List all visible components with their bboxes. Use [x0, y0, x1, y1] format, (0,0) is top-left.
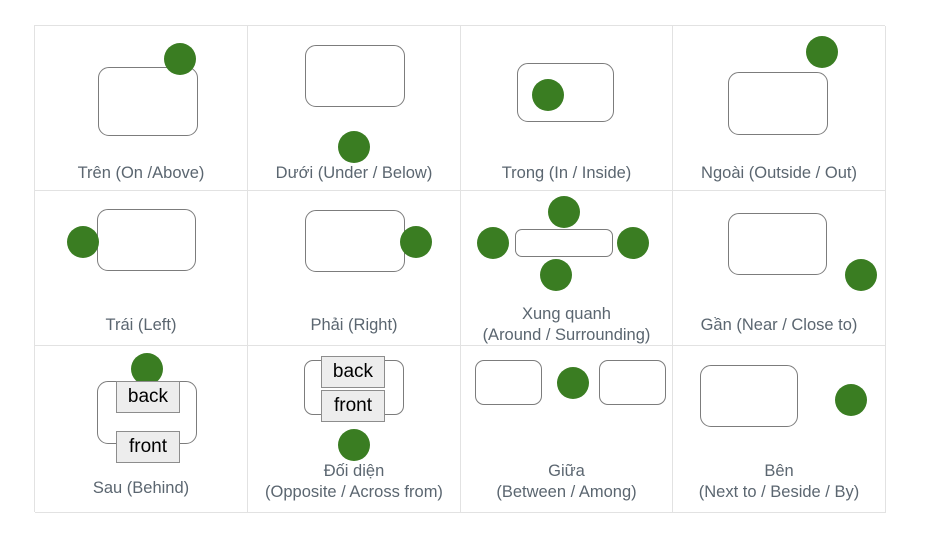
object-box [728, 72, 828, 135]
object-box [700, 365, 798, 427]
object-box [728, 213, 827, 275]
tag-front: front [116, 431, 180, 463]
green-dot [835, 384, 867, 416]
object-box [305, 210, 405, 272]
green-dot [532, 79, 564, 111]
tag-back: back [116, 381, 180, 413]
cell-tren[interactable]: Trên (On /Above) [35, 26, 248, 191]
green-dot [338, 429, 370, 461]
caption-ben: Bên (Next to / Beside / By) [698, 462, 860, 501]
green-dot-right [617, 227, 649, 259]
caption-gan: Gần (Near / Close to) [700, 316, 858, 334]
cell-phai[interactable]: Phải (Right) [248, 191, 461, 346]
object-box [98, 67, 198, 136]
caption-phai: Phải (Right) [310, 316, 398, 334]
green-dot [845, 259, 877, 291]
green-dot-left [477, 227, 509, 259]
cell-ben[interactable]: Bên (Next to / Beside / By) [673, 346, 886, 513]
green-dot [164, 43, 196, 75]
cell-trong[interactable]: Trong (In / Inside) [461, 26, 673, 191]
object-box [515, 229, 613, 257]
cell-trai[interactable]: Trái (Left) [35, 191, 248, 346]
caption-ngoai: Ngoài (Outside / Out) [701, 164, 857, 182]
green-dot-bottom [540, 259, 572, 291]
cell-sau[interactable]: back front Sau (Behind) [35, 346, 248, 513]
caption-sau: Sau (Behind) [92, 479, 190, 497]
object-box [97, 209, 196, 271]
caption-duoi: Dưới (Under / Below) [275, 164, 433, 182]
caption-trai: Trái (Left) [105, 316, 177, 334]
caption-trong: Trong (In / Inside) [501, 164, 632, 182]
green-dot [131, 353, 163, 385]
green-dot [806, 36, 838, 68]
caption-tren: Trên (On /Above) [77, 164, 205, 182]
object-box-right [599, 360, 666, 405]
caption-doi-dien: Đối diện (Opposite / Across from) [265, 462, 443, 501]
green-dot [338, 131, 370, 163]
object-box [305, 45, 405, 107]
green-dot [400, 226, 432, 258]
cell-doi-dien[interactable]: back front Đối diện (Opposite / Across f… [248, 346, 461, 513]
green-dot [557, 367, 589, 399]
caption-giua: Giữa (Between / Among) [496, 462, 637, 501]
cell-gan[interactable]: Gần (Near / Close to) [673, 191, 886, 346]
prepositions-grid: Trên (On /Above) Dưới (Under / Below) Tr… [34, 25, 886, 513]
object-box-left [475, 360, 542, 405]
cell-ngoai[interactable]: Ngoài (Outside / Out) [673, 26, 886, 191]
green-dot-top [548, 196, 580, 228]
green-dot [67, 226, 99, 258]
caption-xung-quanh: Xung quanh (Around / Surrounding) [482, 305, 651, 344]
tag-front: front [321, 390, 385, 422]
tag-back: back [321, 356, 385, 388]
cell-xung-quanh[interactable]: Xung quanh (Around / Surrounding) [461, 191, 673, 346]
cell-duoi[interactable]: Dưới (Under / Below) [248, 26, 461, 191]
cell-giua[interactable]: Giữa (Between / Among) [461, 346, 673, 513]
